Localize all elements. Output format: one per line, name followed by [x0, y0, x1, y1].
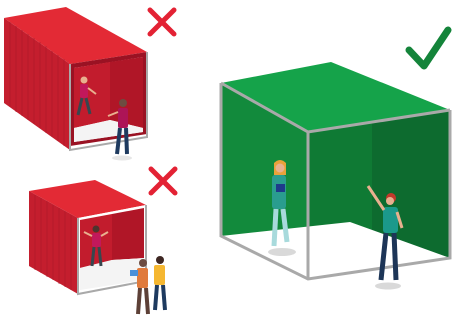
- small-room-bottom: [29, 180, 165, 314]
- person-outside: [154, 256, 165, 310]
- large-room: [221, 62, 450, 290]
- cross-icon: [150, 10, 174, 34]
- small-room-top: [4, 7, 147, 161]
- cross-icon: [151, 169, 175, 193]
- check-icon: [409, 30, 448, 66]
